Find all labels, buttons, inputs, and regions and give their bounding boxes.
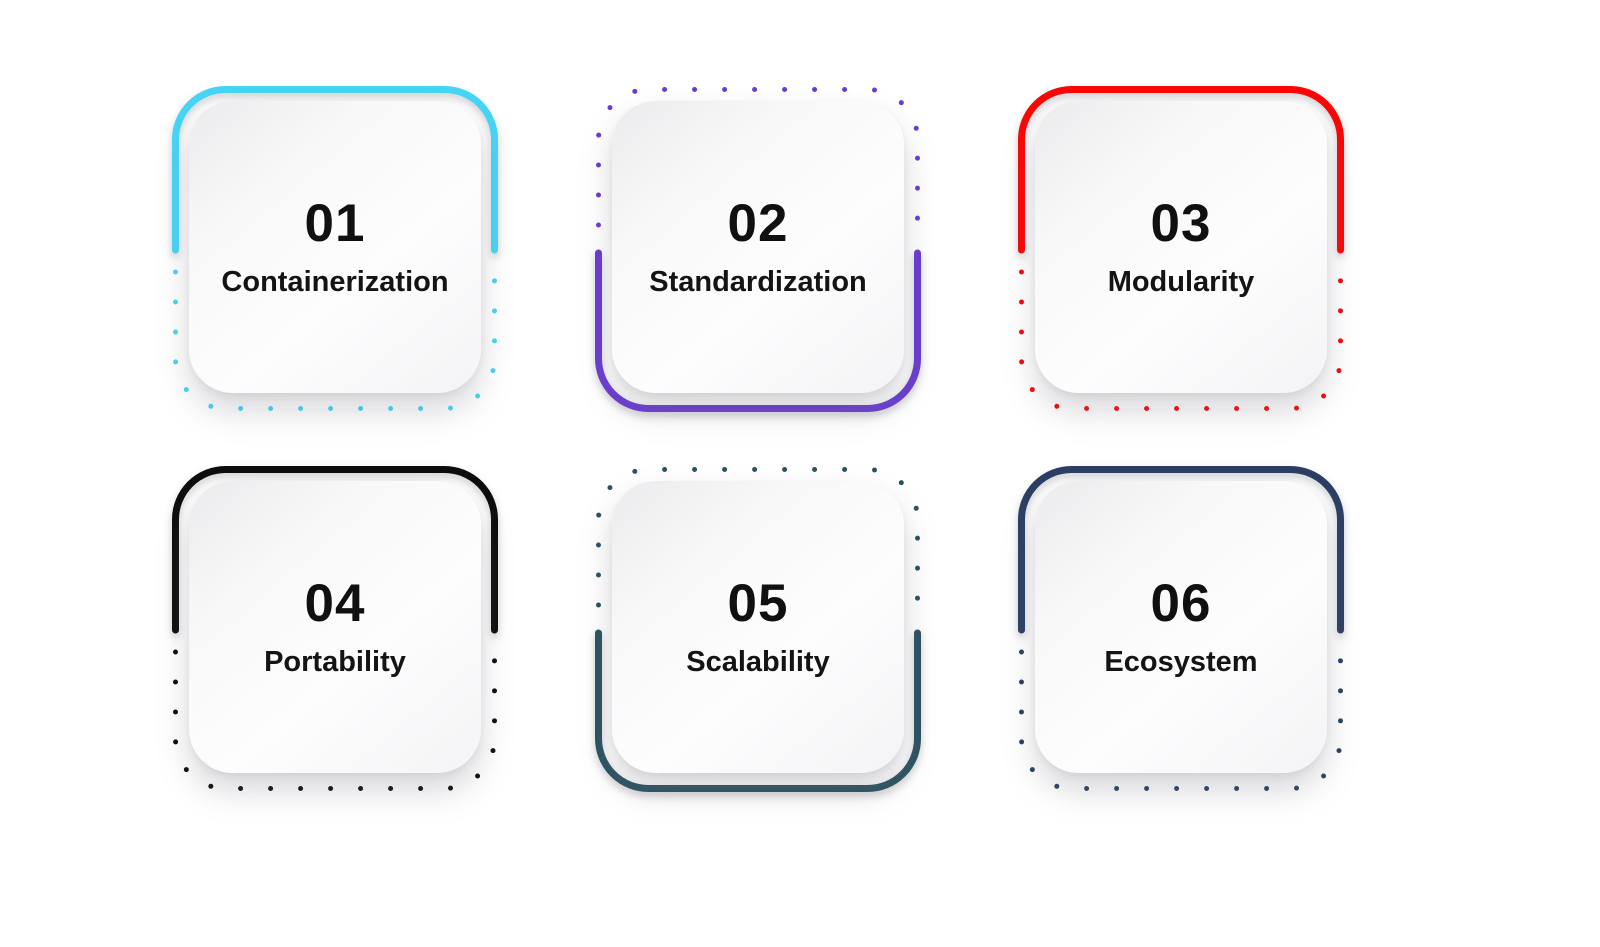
card-outline (1018, 466, 1344, 791)
card-number: 01 (304, 194, 366, 253)
card-outline (595, 467, 921, 792)
accent-arc-bottom (595, 629, 921, 792)
card-label: Standardization (649, 266, 867, 298)
card-number: 03 (1150, 194, 1212, 253)
accent-arc-top (1018, 86, 1344, 254)
card-outline (1018, 86, 1344, 411)
card-label: Modularity (1107, 266, 1255, 298)
card-number: 02 (727, 194, 789, 253)
feature-card-containerization: 01 Containerization (172, 86, 498, 412)
card-panel: 06 Ecosystem (1035, 481, 1327, 773)
feature-card-portability: 04 Portability (172, 466, 498, 792)
accent-arc-top (172, 86, 498, 254)
feature-card-modularity: 03 Modularity (1018, 86, 1344, 412)
card-outline (595, 87, 921, 412)
card-label: Ecosystem (1104, 646, 1258, 678)
accent-arc-top (1018, 466, 1344, 634)
feature-card-grid: 01 Containerization 02 Standardization 0… (172, 86, 1344, 792)
card-outline (172, 86, 498, 411)
card-number: 06 (1150, 574, 1212, 633)
card-panel: 05 Scalability (612, 481, 904, 773)
card-panel: 01 Containerization (189, 101, 481, 393)
feature-card-standardization: 02 Standardization (595, 86, 921, 412)
card-panel: 03 Modularity (1035, 101, 1327, 393)
card-outline (172, 466, 498, 791)
card-label: Scalability (686, 646, 830, 678)
accent-arc-top (172, 466, 498, 634)
card-panel: 04 Portability (189, 481, 481, 773)
card-number: 04 (304, 574, 366, 633)
card-label: Containerization (221, 266, 449, 298)
card-number: 05 (727, 574, 789, 633)
card-label: Portability (264, 646, 406, 678)
feature-card-ecosystem: 06 Ecosystem (1018, 466, 1344, 792)
accent-arc-bottom (595, 249, 921, 412)
feature-card-scalability: 05 Scalability (595, 466, 921, 792)
card-panel: 02 Standardization (612, 101, 904, 393)
